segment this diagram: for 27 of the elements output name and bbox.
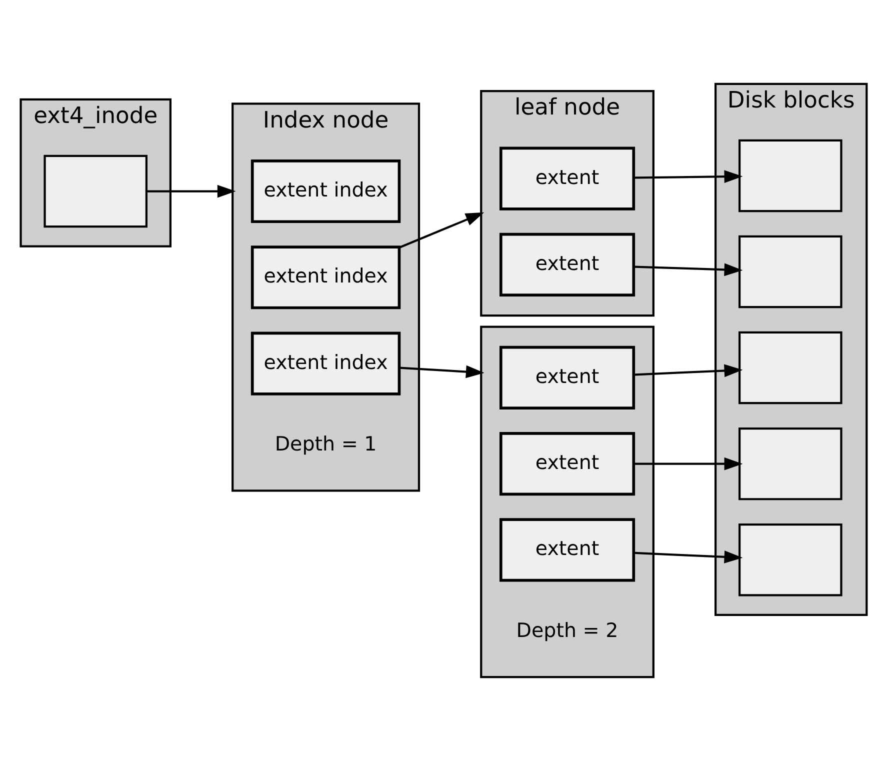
arrow <box>146 184 236 198</box>
arrow <box>634 456 743 470</box>
node-box: extent <box>499 432 636 496</box>
node-box <box>738 426 842 500</box>
node-box: extent index <box>250 331 401 395</box>
node-box: extent <box>499 232 636 296</box>
node-box: extent <box>499 146 636 210</box>
node-box <box>738 234 842 308</box>
node-box: extent <box>499 518 636 582</box>
node-box: extent index <box>250 159 401 223</box>
arrow <box>399 212 484 248</box>
arrow <box>634 262 743 276</box>
cluster: ext4_inode <box>20 98 172 247</box>
node-box <box>738 330 842 404</box>
node-box <box>738 522 842 596</box>
arrow <box>634 364 743 377</box>
node-label: Depth = 2 <box>516 618 618 642</box>
cluster: Disk blocks <box>714 82 868 616</box>
node-label: Depth = 1 <box>274 432 377 456</box>
arrow <box>399 364 484 378</box>
arrow <box>634 550 743 563</box>
node-box <box>44 154 148 228</box>
node-box: extent <box>499 345 636 409</box>
node-box: extent index <box>250 245 401 309</box>
node-box <box>738 138 842 212</box>
cluster <box>480 325 654 678</box>
arrow <box>634 170 743 182</box>
